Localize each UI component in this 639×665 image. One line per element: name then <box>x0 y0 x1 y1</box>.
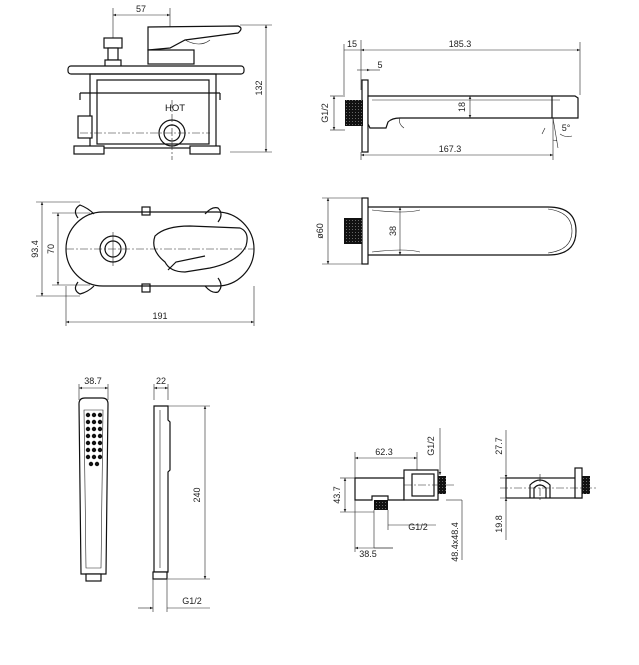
dim-70: 70 <box>46 244 56 254</box>
dim-g1-2-elbow-top: G1/2 <box>426 436 436 456</box>
dim-240: 240 <box>192 487 202 502</box>
dim-38-7: 38.7 <box>84 376 102 386</box>
dim-185-3: 185.3 <box>449 39 472 49</box>
dim-93-4: 93.4 <box>30 240 40 258</box>
dim-48-4: 48.4x48.4 <box>450 522 460 562</box>
dim-38-5: 38.5 <box>359 549 377 559</box>
dim-g1-2-elbow-bottom: G1/2 <box>408 522 428 532</box>
dim-57: 57 <box>136 4 146 14</box>
dim-167-3: 167.3 <box>439 144 462 154</box>
dim-38: 38 <box>388 226 398 236</box>
dim-5: 5 <box>377 60 382 70</box>
outlet-elbow-view: 62.3 G1/2 43.7 G1/2 38.5 48.4x48.4 <box>332 428 463 562</box>
hot-label: HOT <box>165 103 185 114</box>
holder-view: 27.7 19.8 <box>494 430 596 540</box>
dim-62-3: 62.3 <box>375 447 393 457</box>
dim-22: 22 <box>156 376 166 386</box>
dim-19-8: 19.8 <box>494 515 504 533</box>
hand-shower-front-view: 38.7 <box>78 376 109 582</box>
dim-191: 191 <box>152 311 167 321</box>
dim-g1-2-spout: G1/2 <box>320 103 330 123</box>
dim-18: 18 <box>457 102 467 112</box>
plate-front-view: 93.4 70 191 <box>30 201 255 326</box>
spout-side-view: 185.3 15 5 G1/2 18 5° 16 <box>320 39 581 160</box>
dim-43-7: 43.7 <box>332 486 342 504</box>
dim-dia-60: ø60 <box>315 223 325 239</box>
spout-top-view: ø60 38 <box>315 197 577 265</box>
dim-angle-5: 5° <box>562 123 571 133</box>
dim-132: 132 <box>254 80 264 95</box>
dim-g1-2-shower: G1/2 <box>182 596 202 606</box>
dim-15: 15 <box>347 39 357 49</box>
valve-side-view: 57 132 HOT <box>67 4 272 160</box>
hand-shower-side-view: 22 240 G1/2 <box>138 376 210 612</box>
dim-27-7: 27.7 <box>494 437 504 455</box>
nozzle-grid <box>85 412 103 467</box>
